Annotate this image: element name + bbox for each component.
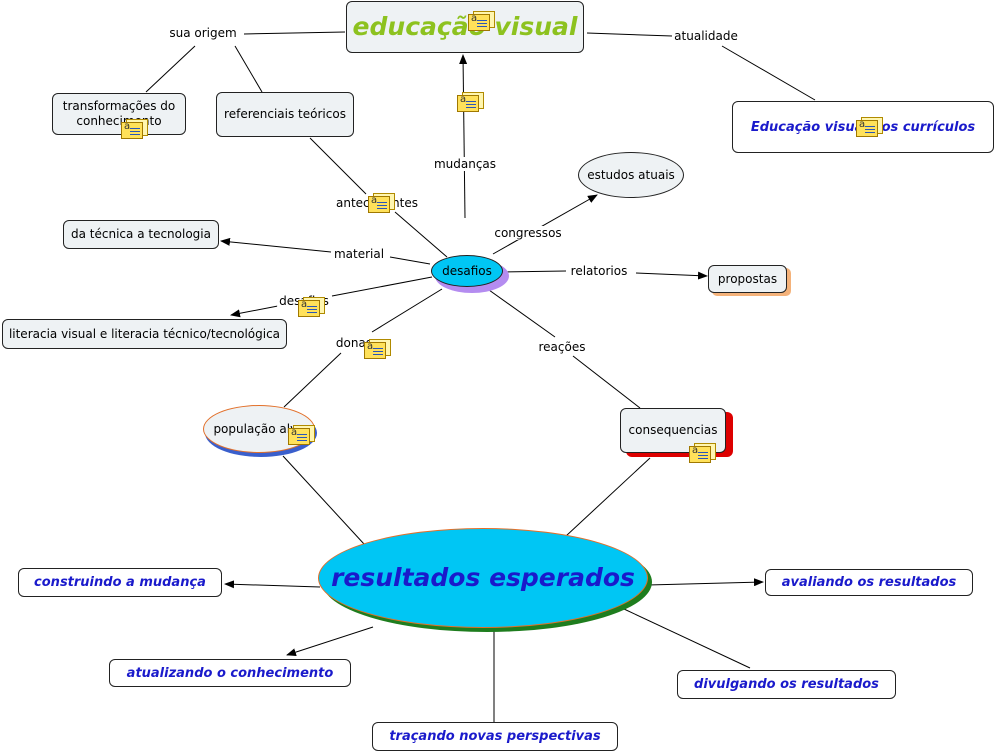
node-tecnica-tecnologia[interactable]: da técnica a tecnologia (63, 220, 219, 249)
node-literacia[interactable]: literacia visual e literacia técnico/tec… (2, 319, 287, 349)
node-estudos-atuais[interactable]: estudos atuais (578, 152, 684, 198)
label-atualidade: atualidade (672, 29, 740, 43)
node-transformacoes[interactable]: transformações do conhecimento (52, 93, 186, 135)
note-icon[interactable]: a (368, 193, 395, 213)
label-reacoes: reações (536, 340, 588, 354)
node-construindo[interactable]: construindo a mudança (18, 568, 222, 597)
node-resultados[interactable]: resultados esperados (318, 528, 648, 628)
node-atualizando[interactable]: atualizando o conhecimento (109, 659, 351, 687)
node-divulgando[interactable]: divulgando os resultados (677, 670, 896, 699)
note-icon[interactable]: a (457, 92, 484, 112)
note-icon[interactable]: a (298, 297, 325, 317)
label-mudancas: mudanças (431, 157, 499, 171)
note-icon[interactable]: a (856, 117, 883, 137)
label-relatorios: relatorios (568, 264, 630, 278)
node-propostas[interactable]: propostas (708, 265, 787, 293)
label-congressos: congressos (492, 226, 564, 240)
title-text: educação visual (352, 12, 578, 41)
note-icon[interactable]: a (288, 425, 315, 445)
node-avaliando[interactable]: avaliando os resultados (765, 569, 973, 596)
label-material: material (331, 247, 387, 261)
note-icon[interactable]: a (689, 443, 716, 463)
note-icon[interactable]: a (364, 339, 391, 359)
node-tracando[interactable]: traçando novas perspectivas (372, 722, 618, 751)
label-sua-origem: sua origem (167, 26, 239, 40)
node-desafios[interactable]: desafios (431, 255, 503, 287)
title-node[interactable]: educação visual (346, 1, 584, 53)
node-referenciais[interactable]: referenciais teóricos (216, 92, 354, 137)
note-icon[interactable]: a (468, 11, 495, 31)
note-icon[interactable]: a (121, 119, 148, 139)
